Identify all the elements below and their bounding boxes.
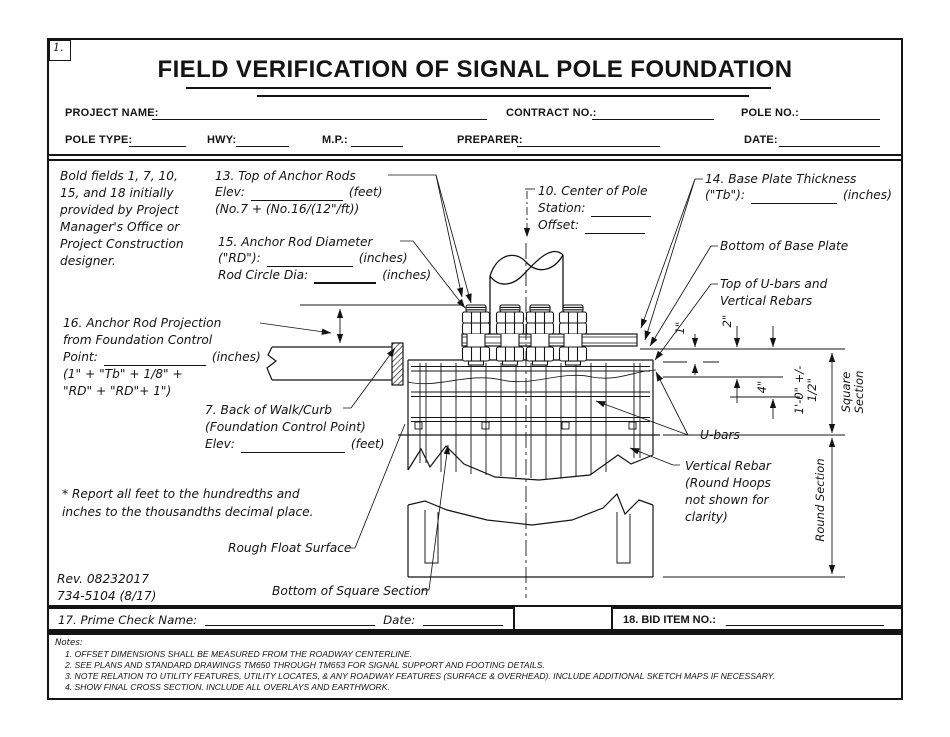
- ubars-label: U-bars: [700, 428, 740, 442]
- inches-unit: (inches): [211, 350, 261, 364]
- anchor-top-formula: (No.7 + (No.16/(12"/ft)): [215, 202, 360, 216]
- rod-circle-row: Rod Circle Dia: (inches): [218, 267, 431, 284]
- provider-note: Bold fields 1, 7, 10, 15, and 18 initial…: [60, 169, 184, 268]
- rod-circle-field[interactable]: [314, 269, 377, 284]
- top-ubars-label: Top of U-bars and Vertical Rebars: [720, 277, 828, 308]
- notes-box: Notes: 1. OFFSET DIMENSIONS SHALL BE MEA…: [47, 632, 903, 700]
- hwy-label: HWY:: [207, 134, 237, 146]
- rod-diameter-title: 15. Anchor Rod Diameter: [218, 235, 373, 249]
- bid-item-field[interactable]: [725, 613, 884, 626]
- bottom-base-plate-label: Bottom of Base Plate: [720, 239, 849, 253]
- station-field[interactable]: [591, 203, 652, 217]
- offset-field[interactable]: [585, 220, 646, 234]
- hwy-field[interactable]: [236, 146, 289, 147]
- dim-2in: 2": [719, 314, 734, 328]
- offset-label: Offset:: [538, 218, 580, 232]
- foundation-diagram-area: Bold fields 1, 7, 10, 15, and 18 initial…: [47, 158, 903, 607]
- date-field[interactable]: [779, 146, 880, 147]
- pole-type-label: POLE TYPE:: [65, 134, 133, 146]
- rod-diameter-field[interactable]: [266, 253, 353, 267]
- base-plate-row: ("Tb"): (inches): [705, 187, 892, 204]
- feet-unit: (feet): [348, 185, 383, 199]
- walk-curb-line2: (Foundation Control Point): [205, 420, 366, 434]
- title-underline-2: [257, 95, 749, 97]
- rod-diameter-row: ("RD"): (inches): [218, 250, 408, 267]
- rod-projection-formula1: (1" + "Tb" + 1/8" +: [63, 367, 183, 381]
- dim-4in: 4": [754, 380, 769, 394]
- prime-check-field[interactable]: [205, 613, 376, 626]
- title-underline-1: [186, 87, 771, 89]
- pole-no-label: POLE NO.:: [741, 107, 800, 119]
- notes-title: Notes:: [55, 638, 83, 648]
- walk-curb-elev-row: Elev: (feet): [205, 436, 384, 453]
- elev-label: Elev:: [215, 185, 245, 199]
- square-section-label: Square Section: [839, 370, 866, 414]
- rod-projection-line1: 16. Anchor Rod Projection: [63, 316, 222, 330]
- pole-type-field[interactable]: [129, 146, 186, 147]
- dim-1in: 1": [672, 321, 687, 335]
- project-name-field[interactable]: [152, 119, 487, 120]
- station-label: Station:: [538, 201, 586, 215]
- mp-label: M.P.:: [322, 134, 348, 146]
- preparer-label: PREPARER:: [457, 134, 523, 146]
- vertical-rebar-label: Vertical Rebar (Round Hoops not shown fo…: [685, 459, 771, 524]
- inches-unit: (inches): [843, 188, 892, 202]
- offset-row: Offset:: [538, 217, 646, 234]
- station-row: Station:: [538, 200, 652, 217]
- bottom-square-label: Bottom of Square Section: [272, 584, 429, 598]
- base-plate-title: 14. Base Plate Thickness: [705, 172, 857, 186]
- round-section-label: Round Section: [812, 458, 827, 542]
- rod-circle-label: Rod Circle Dia:: [218, 268, 309, 282]
- center-pole-title: 10. Center of Pole: [538, 184, 648, 198]
- footer-heavy-rule: [47, 629, 903, 632]
- date-label: DATE:: [744, 134, 778, 146]
- sheet-number-box: 1.: [49, 40, 71, 61]
- header-box: [47, 38, 903, 156]
- inches-unit: (inches): [382, 268, 432, 282]
- rd-label: ("RD"):: [218, 251, 261, 265]
- rod-projection-line2: from Foundation Control: [63, 333, 213, 347]
- mp-field[interactable]: [351, 146, 403, 147]
- revision-note: Rev. 08232017 734-5104 (8/17): [57, 572, 157, 603]
- anchor-top-elev-field[interactable]: [250, 187, 343, 201]
- point-label: Point:: [63, 350, 98, 364]
- notes-list: 1. OFFSET DIMENSIONS SHALL BE MEASURED F…: [65, 649, 775, 692]
- rod-projection-field[interactable]: [103, 352, 206, 366]
- prime-check-date-field[interactable]: [423, 613, 504, 626]
- foundation-drawing: [259, 174, 845, 598]
- anchor-top-elev-row: Elev: (feet): [215, 184, 382, 201]
- rod-projection-formula2: "RD" + "RD"+ 1"): [63, 384, 172, 398]
- prime-check-label: 17. Prime Check Name:: [58, 612, 198, 627]
- form-title: FIELD VERIFICATION OF SIGNAL POLE FOUNDA…: [157, 56, 793, 83]
- preparer-field[interactable]: [517, 146, 660, 147]
- feet-unit: (feet): [350, 437, 385, 451]
- prime-check-date-label: Date:: [383, 612, 416, 627]
- base-plate-field[interactable]: [751, 190, 838, 204]
- walk-curb-elev-field[interactable]: [240, 439, 345, 453]
- diagram-box: [47, 159, 903, 607]
- contract-no-label: CONTRACT NO.:: [506, 107, 597, 119]
- elev-label: Elev:: [205, 437, 235, 451]
- walk-curb-line1: 7. Back of Walk/Curb: [205, 403, 332, 417]
- pole-no-field[interactable]: [800, 119, 880, 120]
- sheet-number: 1.: [53, 41, 64, 54]
- report-note: * Report all feet to the hundredths and …: [62, 487, 314, 519]
- bid-item-label: 18. BID ITEM NO.:: [623, 613, 716, 626]
- contract-no-field[interactable]: [592, 119, 714, 120]
- inches-unit: (inches): [358, 251, 408, 265]
- project-name-label: PROJECT NAME:: [65, 107, 159, 119]
- anchor-top-title: 13. Top of Anchor Rods: [215, 169, 356, 183]
- dim-depth: 1'-0" +/- 1/2": [792, 365, 819, 415]
- rod-projection-row: Point: (inches): [63, 349, 261, 366]
- tb-label: ("Tb"):: [705, 188, 746, 202]
- rough-float-label: Rough Float Surface: [228, 541, 352, 555]
